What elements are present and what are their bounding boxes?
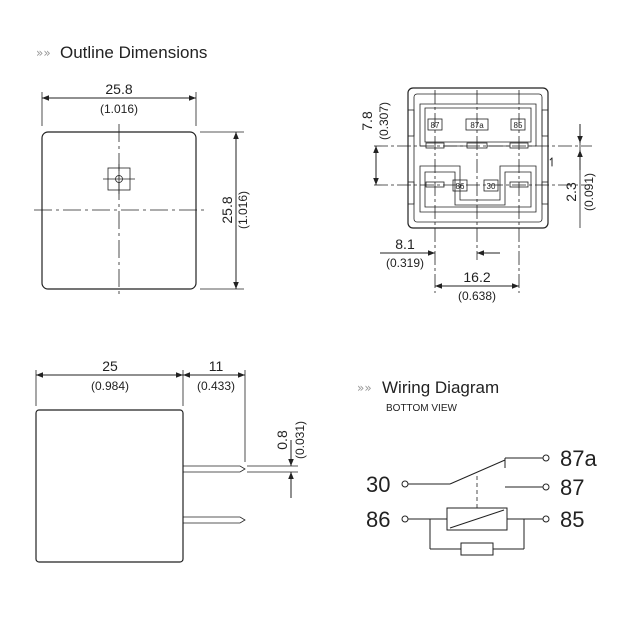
notch-left-bottom [407,181,415,205]
pin-label-box [452,179,468,192]
side-pin-upper [183,465,246,473]
pin-label-box [510,118,526,131]
wiring-subtitle: BOTTOM VIEW [386,403,457,414]
side-pin-lower [183,516,246,524]
dim-b-mm: 16.2 [463,269,490,285]
dim-pin-thk-in: (0.091) [582,173,596,211]
terminal-86-node [401,515,409,523]
dim-b-in: (0.638) [458,289,496,303]
dim-pin-thk-mm: 2.3 [563,182,579,202]
upper-channel-inner [424,107,532,143]
side-view-body [35,409,184,563]
dim-height-mm: 25.8 [219,196,235,223]
chevron-icon: »» [357,381,372,395]
side-view: 25 (0.984) 11 (0.433) 0.8 (0.031) [35,358,307,563]
lower-channel-inner [424,171,532,208]
coil-box [446,507,508,531]
coil-diagonal [449,509,505,529]
dim-width-in: (1.016) [100,102,138,116]
dim-pin-len-in: (0.433) [197,379,235,393]
dim-pin-row-in: (0.307) [377,102,391,140]
bottom-view-inner [413,93,543,223]
dim-body-in: (0.984) [91,379,129,393]
terminal-87a-label: 87a [560,446,597,471]
terminal-85-node [542,515,550,523]
pin-label-30: 30 [487,182,496,191]
terminal-87a-node [542,454,550,462]
dim-side-pin-thk-in: (0.031) [293,421,307,459]
top-view: 25.8 (1.016) 25.8 (1.016) [34,81,250,296]
wiring-schematic: 87a 30 87 86 85 [366,446,597,556]
dim-a-in: (0.319) [386,256,424,270]
dim-pin-len-mm: 11 [209,358,224,374]
dim-width-mm: 25.8 [105,81,132,97]
polarity-mark: ⇀ [545,157,559,167]
bottom-view: 87 87a 85 86 30 7.8 (0.307) 2.3 (0.091) … [359,87,596,303]
notch-right-bottom [541,181,549,205]
terminal-87-node [542,483,550,491]
chevron-icon: »» [36,46,51,60]
switch-arm [449,459,506,485]
pin-label-85: 85 [514,121,523,130]
terminal-87-label: 87 [560,475,584,500]
dim-height-in: (1.016) [236,191,250,229]
pin-label-86: 86 [456,182,465,191]
resistor [460,542,494,556]
outline-heading: »» Outline Dimensions [36,43,207,62]
wiring-title: Wiring Diagram [382,378,499,397]
terminal-85-label: 85 [560,507,584,532]
terminal-30-label: 30 [366,472,390,497]
dim-side-pin-thk-mm: 0.8 [274,430,290,450]
terminal-30-node [401,480,409,488]
bottom-view-outer [407,87,549,229]
outline-title: Outline Dimensions [60,43,207,62]
dim-body-mm: 25 [102,358,118,374]
dim-a-mm: 8.1 [395,236,415,252]
notch-right-top [541,109,549,137]
lower-channel [419,165,537,213]
pin-label-box [483,179,499,192]
dim-pin-row-mm: 7.8 [359,111,375,131]
wiring-heading: »» Wiring Diagram BOTTOM VIEW [357,378,499,414]
terminal-86-label: 86 [366,507,390,532]
notch-left-top [407,109,415,137]
